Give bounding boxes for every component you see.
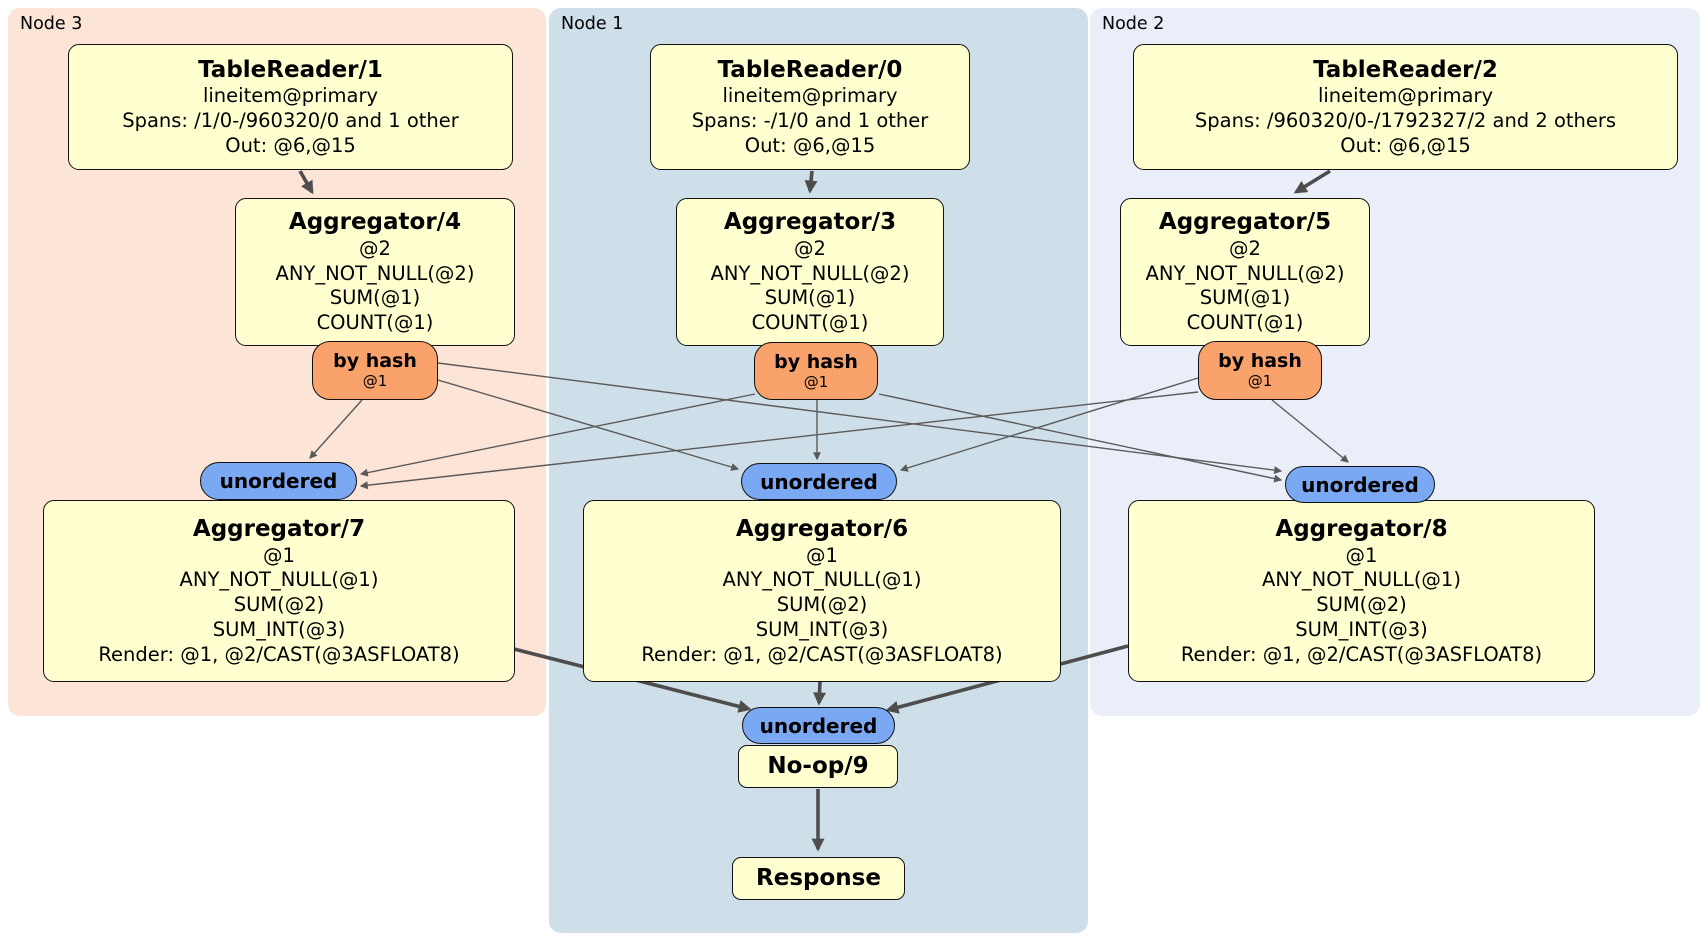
aggregator6-group-cols: @1 — [806, 543, 838, 567]
aggregator3-group-cols: @2 — [794, 236, 826, 260]
edge-hash-node2-sync-node1 — [899, 377, 1199, 472]
hash-router-node2: by hash @1 — [1198, 341, 1322, 400]
tablereader2-out: Out: @6,@15 — [1340, 133, 1471, 157]
aggregator8-title: Aggregator/8 — [1275, 515, 1448, 542]
response-box: Response — [732, 857, 905, 900]
aggregator6-box: Aggregator/6 @1 ANY_NOT_NULL(@1) SUM(@2)… — [583, 500, 1061, 682]
sync-node1-label: unordered — [760, 469, 878, 494]
aggregator4-fn-1: ANY_NOT_NULL(@2) — [275, 261, 475, 285]
aggregator7-fn-1: ANY_NOT_NULL(@1) — [179, 568, 379, 592]
tablereader1-title: TableReader/1 — [198, 56, 383, 83]
sync-final: unordered — [742, 707, 895, 744]
tablereader2-spans: Spans: /960320/0-/1792327/2 and 2 others — [1194, 109, 1617, 132]
aggregator7-title: Aggregator/7 — [192, 515, 366, 542]
aggregator6-render: Render: @1, @2/CAST(@3ASFLOAT8) — [641, 642, 1003, 666]
aggregator4-group-cols: @2 — [359, 236, 391, 260]
tablereader2-box: TableReader/2 lineitem@primary Spans: /9… — [1133, 44, 1678, 170]
tablereader1-box: TableReader/1 lineitem@primary Spans: /1… — [68, 44, 513, 170]
node1-region-label: Node 1 — [561, 14, 624, 34]
edge-tablereader2-aggregator5 — [1293, 169, 1331, 194]
aggregator4-title: Aggregator/4 — [288, 209, 462, 236]
edge-hash-node2-sync-node3 — [359, 391, 1199, 490]
hash-router-node2-label: by hash — [1218, 350, 1302, 373]
hash-router-node3-label: by hash — [333, 350, 417, 373]
tablereader0-out: Out: @6,@15 — [744, 133, 876, 157]
hash-router-node3-detail: @1 — [362, 372, 388, 391]
tablereader0-spans: Spans: -/1/0 and 1 other — [691, 109, 929, 132]
edge-hash-node2-sync-node2 — [1271, 399, 1349, 463]
aggregator8-render: Render: @1, @2/CAST(@3ASFLOAT8) — [1180, 642, 1543, 666]
tablereader2-index: lineitem@primary — [1317, 84, 1494, 108]
aggregator8-fn-2: SUM(@2) — [1316, 593, 1407, 616]
aggregator7-fn-3: SUM_INT(@3) — [212, 617, 346, 641]
edge-hash-node3-sync-node3 — [309, 399, 363, 459]
sync-final-label: unordered — [759, 713, 878, 738]
tablereader2-title: TableReader/2 — [1313, 56, 1498, 83]
edge-hash-node1-sync-node3 — [359, 393, 756, 477]
aggregator3-fn-2: SUM(@1) — [764, 286, 856, 310]
aggregator7-render: Render: @1, @2/CAST(@3ASFLOAT8) — [98, 642, 460, 666]
edge-hash-node3-sync-node1 — [437, 379, 740, 471]
tablereader1-spans: Spans: /1/0-/960320/0 and 1 other — [122, 109, 459, 132]
aggregator5-fn-2: SUM(@1) — [1199, 286, 1291, 310]
aggregator8-fn-3: SUM_INT(@3) — [1295, 617, 1428, 641]
sync-node2: unordered — [1285, 466, 1435, 503]
aggregator7-group-cols: @1 — [263, 543, 295, 567]
aggregator4-fn-2: SUM(@1) — [329, 286, 421, 310]
edge-aggregator6-final-sync — [813, 681, 826, 706]
node3-region-label: Node 3 — [20, 14, 83, 34]
aggregator5-box: Aggregator/5 @2 ANY_NOT_NULL(@2) SUM(@1)… — [1120, 198, 1370, 346]
sync-node3: unordered — [200, 462, 357, 500]
aggregator3-box: Aggregator/3 @2 ANY_NOT_NULL(@2) SUM(@1)… — [676, 198, 944, 346]
aggregator5-fn-3: COUNT(@1) — [1186, 311, 1304, 335]
aggregator3-fn-1: ANY_NOT_NULL(@2) — [710, 261, 910, 285]
aggregator4-fn-3: COUNT(@1) — [316, 311, 434, 335]
aggregator4-box: Aggregator/4 @2 ANY_NOT_NULL(@2) SUM(@1)… — [235, 198, 515, 346]
edge-hash-node3-sync-node2 — [437, 362, 1283, 475]
aggregator3-fn-3: COUNT(@1) — [751, 311, 869, 335]
aggregator7-fn-2: SUM(@2) — [233, 593, 325, 616]
hash-router-node1-detail: @1 — [803, 372, 829, 391]
aggregator5-group-cols: @2 — [1229, 236, 1261, 260]
tablereader0-box: TableReader/0 lineitem@primary Spans: -/… — [650, 44, 970, 170]
aggregator3-title: Aggregator/3 — [723, 209, 897, 236]
response-title: Response — [756, 865, 881, 892]
aggregator5-fn-1: ANY_NOT_NULL(@2) — [1145, 261, 1345, 285]
sync-node3-label: unordered — [219, 469, 338, 493]
aggregator8-group-cols: @1 — [1345, 543, 1378, 567]
edge-hash-node1-sync-node2 — [878, 393, 1283, 483]
hash-router-node1-label: by hash — [774, 350, 858, 373]
hash-router-node1: by hash @1 — [754, 342, 878, 400]
noop-box: No-op/9 — [738, 745, 898, 788]
aggregator6-fn-3: SUM_INT(@3) — [755, 617, 889, 641]
aggregator6-title: Aggregator/6 — [735, 515, 909, 542]
edge-tablereader0-aggregator3 — [804, 170, 818, 194]
sync-node2-label: unordered — [1301, 472, 1419, 497]
tablereader0-title: TableReader/0 — [717, 56, 903, 83]
aggregator6-fn-1: ANY_NOT_NULL(@1) — [722, 568, 922, 592]
noop-title: No-op/9 — [767, 753, 869, 780]
sync-node1: unordered — [741, 463, 897, 500]
aggregator7-box: Aggregator/7 @1 ANY_NOT_NULL(@1) SUM(@2)… — [43, 500, 515, 682]
node2-region-label: Node 2 — [1102, 14, 1165, 34]
aggregator6-fn-2: SUM(@2) — [776, 593, 868, 616]
tablereader0-index: lineitem@primary — [722, 84, 898, 108]
aggregator8-box: Aggregator/8 @1 ANY_NOT_NULL(@1) SUM(@2)… — [1128, 500, 1595, 682]
hash-router-node3: by hash @1 — [312, 341, 438, 400]
tablereader1-index: lineitem@primary — [202, 84, 379, 108]
aggregator5-title: Aggregator/5 — [1158, 209, 1332, 236]
hash-router-node2-detail: @1 — [1247, 372, 1273, 391]
aggregator8-fn-1: ANY_NOT_NULL(@1) — [1262, 568, 1461, 592]
edge-tablereader1-aggregator4 — [298, 170, 314, 195]
tablereader1-out: Out: @6,@15 — [225, 133, 356, 157]
